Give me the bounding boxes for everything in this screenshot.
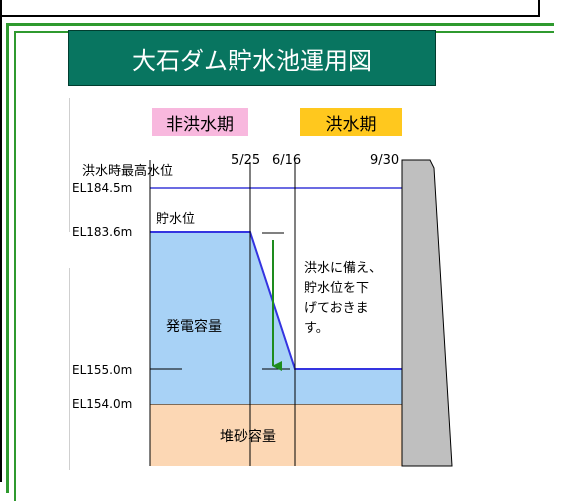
note-line-4: す。 — [304, 321, 329, 336]
date-label-6-16: 6/16 — [272, 153, 301, 168]
sediment-level-label: EL154.0m — [72, 397, 132, 411]
sediment-storage-area — [150, 404, 402, 466]
note-line-3: げておきま — [304, 301, 369, 316]
left-guide-upper — [69, 98, 70, 232]
note-line-1: 洪水に備え、 — [304, 260, 382, 276]
flood-season-level-label: EL155.0m — [72, 363, 132, 377]
page-left-edge — [0, 15, 2, 482]
non-flood-season-label: 非洪水期 — [152, 108, 248, 136]
date-label-5-25: 5/25 — [231, 153, 260, 168]
top-header-frame — [0, 0, 540, 17]
flood-max-level-label: EL184.5m — [72, 181, 132, 195]
storage-level-caption: 貯水位 — [156, 212, 195, 227]
reservoir-diagram: 5/25 6/16 9/30 洪水時最高水位 EL184.5m 貯水位 EL18… — [72, 153, 453, 467]
sediment-capacity-label: 堆砂容量 — [220, 428, 276, 445]
power-capacity-label: 発電容量 — [166, 318, 222, 335]
left-guide-lower — [69, 268, 70, 470]
diagram-title: 大石ダム貯水池運用図 — [68, 30, 436, 86]
normal-level-label: EL183.6m — [72, 225, 132, 239]
dam-body — [401, 159, 453, 467]
note-line-2: 貯水位を下 — [304, 281, 369, 296]
flood-season-label: 洪水期 — [300, 108, 402, 136]
flood-max-caption: 洪水時最高水位 — [82, 163, 173, 179]
outer-green-frame — [6, 23, 554, 493]
date-label-9-30: 9/30 — [370, 153, 399, 168]
water-storage-area — [150, 232, 402, 404]
